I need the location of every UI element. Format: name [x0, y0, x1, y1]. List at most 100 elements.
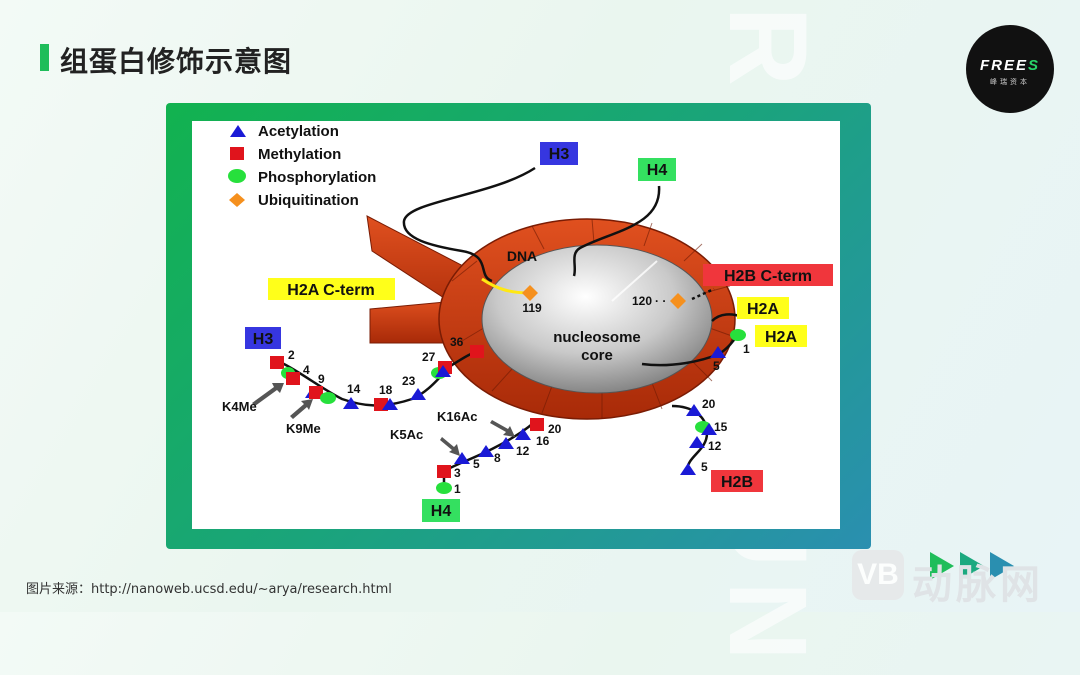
acetylation-marker-h4-k12	[498, 437, 514, 449]
h3-top-label-box	[540, 142, 578, 165]
nucleosome-core	[481, 244, 713, 394]
h2b-residue-12: 12	[708, 439, 722, 453]
phosphorylation-marker-h2a-s1	[730, 329, 746, 341]
modification-labels: K4Me K9Me K5Ac K16Ac	[222, 399, 477, 442]
h3-residue-4: 4	[303, 363, 310, 377]
h4-residue-8: 8	[494, 451, 501, 465]
h2b-residue-15: 15	[714, 420, 728, 434]
core-label-line1: nucleosome	[553, 329, 641, 346]
arrow-icon-2	[960, 552, 984, 580]
h2b-bottom-label-box	[711, 470, 763, 492]
legend-phosphorylation-marker	[228, 169, 246, 183]
dongmai-watermark: 动脉网	[912, 562, 1044, 608]
acetylation-marker-h3-k14	[343, 397, 359, 409]
h2a-right-label-box-1	[737, 297, 789, 319]
phosphorylation-marker-h4-s1	[436, 482, 452, 494]
h2b-cterm-label-box	[703, 264, 833, 286]
h4-top-label-box	[638, 158, 676, 181]
label-k4me: K4Me	[222, 399, 257, 414]
acetylation-marker-h3-k23	[410, 388, 426, 400]
acetylation-marker-h2a-k5	[710, 346, 726, 358]
methylation-marker-h4-r3-20	[530, 418, 544, 431]
h4-residue-3: 3	[454, 466, 461, 480]
h3-residue-27: 27	[422, 350, 436, 364]
h3-residue-9: 9	[318, 372, 325, 386]
legend: Acetylation Methylation Phosphorylation …	[228, 123, 376, 209]
histone-modification-diagram: Acetylation Methylation Phosphorylation …	[192, 121, 840, 529]
residue-119: 119	[522, 301, 542, 315]
methylation-marker-h3-k4	[286, 372, 300, 385]
acetylation-marker-h4-k5	[454, 452, 470, 464]
h2b-cterm-linker	[691, 287, 715, 301]
methylation-marker-h4-r3	[437, 465, 451, 478]
acetylation-marker-h2b-k20	[686, 404, 702, 416]
h2a-right-label-2: H2A	[765, 329, 797, 346]
h4-bottom-tail	[442, 418, 539, 487]
h2a-residue-5: 5	[713, 359, 720, 373]
h4-residue-16: 16	[536, 434, 550, 448]
page-title: 组蛋白修饰示意图	[60, 45, 293, 78]
h3-residue-23: 23	[402, 374, 416, 388]
legend-ubiquitination: Ubiquitination	[258, 192, 359, 209]
legend-acetylation: Acetylation	[258, 123, 339, 140]
arrow-k16ac	[490, 420, 515, 437]
legend-phosphorylation: Phosphorylation	[258, 169, 376, 186]
h3-residue-14: 14	[347, 382, 361, 396]
h2a-right-label-box-2	[755, 325, 807, 347]
image-source-caption: 图片来源：http://nanoweb.ucsd.edu/~arya/resea…	[26, 582, 392, 597]
legend-acetylation-marker	[230, 125, 246, 137]
h2b-bottom-label: H2B	[721, 474, 753, 491]
methylation-marker-h3-k2	[270, 356, 284, 369]
h2b-residue-5: 5	[701, 460, 708, 474]
h4-bottom-label: H4	[431, 503, 452, 520]
logo-wordmark: FREES	[979, 57, 1041, 74]
h4-top-tail	[572, 185, 661, 277]
acetylation-marker-h3-k27	[435, 365, 451, 377]
arrow-k5ac	[440, 437, 460, 456]
h4-residue-20: 20	[548, 422, 562, 436]
arrow-icon-3	[990, 552, 1014, 580]
title-accent-bar	[40, 44, 49, 71]
arrow-icon-1	[930, 552, 954, 580]
residue-120: 120	[632, 294, 652, 308]
h2b-cterm-label: H2B C-term	[724, 268, 812, 285]
phosphorylation-marker-h3-10	[320, 392, 336, 404]
h4-top-label: H4	[647, 162, 668, 179]
acetylation-marker-h3-k18	[382, 398, 398, 410]
h3-residue-36: 36	[450, 335, 464, 349]
h4-residue-numbers: 1 3 5 8 12 16 20	[454, 422, 562, 496]
h2a-cterm-label: H2A C-term	[287, 282, 374, 299]
h4-residue-12: 12	[516, 444, 530, 458]
methylation-marker-h3-k9	[309, 386, 323, 399]
legend-ubiquitination-marker	[229, 193, 245, 207]
ubiquitination-marker-119	[522, 285, 538, 301]
h3-residue-18: 18	[379, 383, 393, 397]
core-highlight	[611, 260, 658, 302]
h3-left-label-box	[245, 327, 281, 349]
label-k9me: K9Me	[286, 421, 321, 436]
brand-logo: FREES 峰瑞资本	[966, 25, 1054, 113]
h3-top-tail	[402, 166, 536, 283]
h2a-cterm-label-box	[268, 278, 395, 300]
acetylation-marker-h2b-k15	[701, 423, 717, 435]
vb-watermark-mark: VB	[852, 550, 904, 600]
h3-left-label: H3	[253, 331, 274, 348]
methylation-marker-h3-k36	[470, 345, 484, 358]
h2b-residue-20: 20	[702, 397, 716, 411]
acetylation-marker-h2b-k12	[689, 436, 705, 448]
h2b-residue-numbers: 20 15 12 5	[701, 397, 728, 474]
h2a-right-label-1: H2A	[747, 301, 779, 318]
arrow-k4me	[252, 383, 284, 406]
h3-top-label: H3	[549, 146, 570, 163]
h3-residue-numbers: 2 4 9 14 18 23 27 36	[288, 335, 464, 397]
acetylation-marker-h4-k8	[478, 445, 494, 457]
arrow-k9me	[290, 399, 313, 419]
label-k5ac: K5Ac	[390, 427, 423, 442]
h4-residue-5: 5	[473, 457, 480, 471]
h4-residue-1: 1	[454, 482, 461, 496]
ubiquitination-marker-120	[670, 293, 686, 309]
h4-tail-markers	[436, 418, 544, 494]
dna-label: DNA	[507, 248, 537, 264]
label-k16ac: K16Ac	[437, 409, 477, 424]
histone-labels: H3 H4 H2A C-term H2B C-term H2A H2A H3 H…	[245, 142, 833, 522]
